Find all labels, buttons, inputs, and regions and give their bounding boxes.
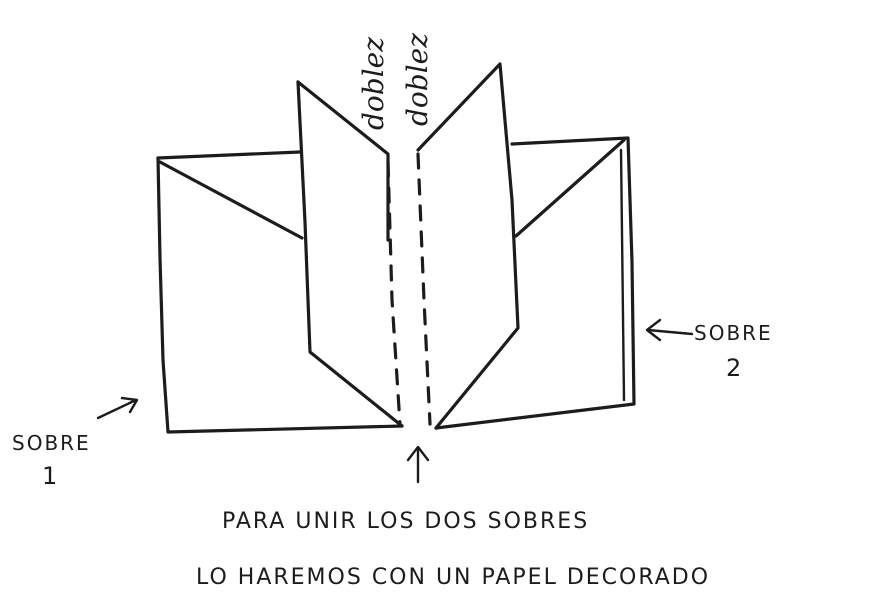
- envelope-2-number: 2: [726, 354, 743, 382]
- envelope-2-body: [434, 136, 636, 430]
- arrow-3-head: [406, 445, 430, 462]
- arrow-to-envelope-1: [96, 396, 139, 420]
- right-page-outer-edge: [416, 62, 520, 430]
- envelope-2-label: SOBRE: [694, 321, 773, 345]
- left-page-top-edge: [296, 80, 390, 242]
- left-page-outer-edge: [296, 80, 404, 428]
- envelope-2: [434, 136, 636, 430]
- left-fold-dashed-line: [386, 160, 402, 426]
- arrow-to-spine: [406, 445, 430, 484]
- envelope-1-flap-line: [158, 160, 304, 240]
- envelope-1-label: SOBRE: [12, 431, 91, 455]
- envelope-1-number: 1: [42, 462, 59, 490]
- arrow-1-shaft: [96, 398, 138, 420]
- arrow-2-head: [645, 318, 662, 342]
- envelope-1-body: [156, 156, 404, 434]
- arrow-1-head: [120, 396, 139, 414]
- arrow-2-shaft: [646, 328, 694, 336]
- envelope-1-top-edge: [156, 150, 302, 160]
- fold-label-right: doblez: [401, 33, 434, 126]
- right-folded-page: [416, 62, 520, 430]
- envelope-2-flap-line: [514, 138, 626, 238]
- left-folded-page: [296, 80, 404, 428]
- caption-line-1: PARA UNIR LOS DOS SOBRES: [222, 509, 589, 534]
- envelope-1: [156, 150, 404, 434]
- caption-line-2: LO HAREMOS CON UN PAPEL DECORADO: [196, 565, 710, 590]
- right-fold-dashed-line: [416, 152, 432, 426]
- envelope-2-edge-double: [619, 148, 626, 402]
- arrow-to-envelope-2: [645, 318, 694, 342]
- fold-label-left: doblez: [357, 37, 390, 130]
